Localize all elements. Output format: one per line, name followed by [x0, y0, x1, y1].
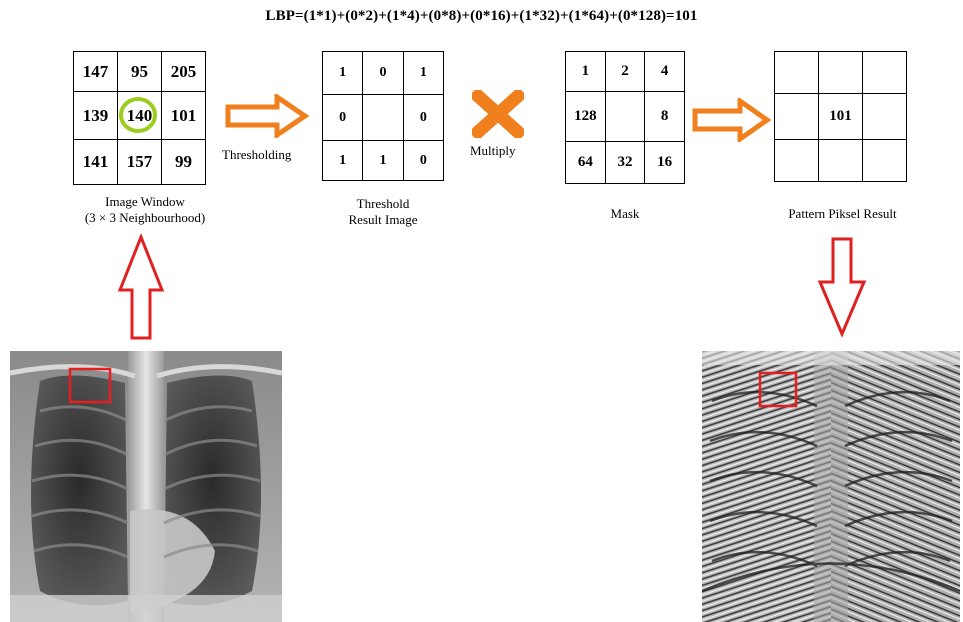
multiply-x-icon [472, 90, 524, 138]
image-window-cell: 147 [74, 52, 118, 92]
pattern-cell [863, 94, 907, 140]
lbp-result-image [702, 351, 960, 622]
pattern-cell [819, 140, 863, 182]
red-up-arrow [116, 234, 166, 342]
image-window-cell: 139 [74, 92, 118, 140]
mask-cell: 64 [566, 142, 606, 184]
mask-cell: 1 [566, 52, 606, 92]
thresholding-label: Thresholding [222, 147, 291, 163]
threshold-cell: 0 [403, 95, 443, 141]
pattern-cell [863, 140, 907, 182]
image-window-cell: 95 [118, 52, 162, 92]
pattern-caption: Pattern Piksel Result [760, 206, 925, 222]
threshold-cell: 0 [363, 52, 403, 95]
image-window-cell: 141 [74, 140, 118, 185]
image-window-cell: 205 [162, 52, 206, 92]
threshold-caption-line1: Threshold [318, 196, 448, 212]
mask-cell: 4 [645, 52, 685, 92]
pattern-cell [863, 52, 907, 94]
center-pixel-value: 140 [127, 106, 153, 125]
chest-xray-image [10, 351, 282, 622]
mask-cell: 16 [645, 142, 685, 184]
mask-caption: Mask [575, 206, 675, 222]
threshold-cell: 1 [363, 141, 403, 181]
image-window-cell: 157 [118, 140, 162, 185]
pattern-cell [775, 52, 819, 94]
threshold-cell: 1 [403, 52, 443, 95]
to-pattern-arrow [692, 98, 772, 142]
threshold-caption-line2: Result Image [318, 212, 448, 228]
image-window-caption-line2: (3 × 3 Neighbourhood) [40, 210, 250, 226]
multiply-label: Multiply [470, 143, 516, 159]
mask-cell: 2 [605, 52, 645, 92]
threshold-cell: 0 [323, 95, 363, 141]
image-window-center-cell: 140 [118, 92, 162, 140]
pattern-result-grid: 101 [774, 51, 907, 182]
threshold-cell: 0 [403, 141, 443, 181]
image-window-cell: 99 [162, 140, 206, 185]
thresholding-arrow [225, 94, 310, 138]
mask-cell [605, 92, 645, 142]
pattern-cell [775, 140, 819, 182]
lbp-formula: LBP=(1*1)+(0*2)+(1*4)+(0*8)+(0*16)+(1*32… [0, 8, 963, 25]
mask-cell: 128 [566, 92, 606, 142]
red-down-arrow [816, 236, 868, 338]
threshold-cell: 1 [323, 141, 363, 181]
pattern-cell [819, 52, 863, 94]
threshold-cell [363, 95, 403, 141]
threshold-cell: 1 [323, 52, 363, 95]
threshold-caption: Threshold Result Image [318, 196, 448, 228]
image-window-caption: Image Window (3 × 3 Neighbourhood) [40, 194, 250, 226]
image-window-grid: 147 95 205 139 140 101 141 157 99 [73, 51, 206, 185]
mask-cell: 8 [645, 92, 685, 142]
pattern-cell [775, 94, 819, 140]
image-window-caption-line1: Image Window [40, 194, 250, 210]
image-window-cell: 101 [162, 92, 206, 140]
pattern-center-cell: 101 [819, 94, 863, 140]
mask-cell: 32 [605, 142, 645, 184]
mask-grid: 1 2 4 128 8 64 32 16 [565, 51, 685, 184]
threshold-grid: 1 0 1 0 0 1 1 0 [322, 51, 444, 181]
